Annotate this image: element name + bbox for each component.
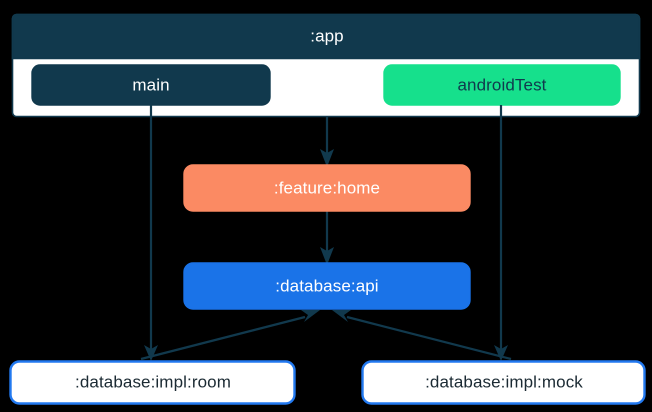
cluster-app-header [11, 13, 641, 60]
arrowhead-icon [320, 247, 334, 265]
edge-main-to-database-impl-room[interactable] [144, 105, 158, 361]
node-database-impl-mock[interactable]: :database:impl:mock [361, 360, 646, 405]
edge-app-to-feature-home[interactable] [320, 117, 334, 167]
edge-feature-home-to-database-api[interactable] [320, 211, 334, 265]
arrowhead-icon [332, 310, 351, 322]
cluster-app[interactable]: :app main androidTest [11, 13, 641, 118]
arrowhead-icon [301, 310, 320, 322]
node-main[interactable]: main [31, 64, 271, 106]
node-database-impl-room-label: :database:impl:room [75, 372, 231, 391]
edge-line [140, 315, 306, 361]
node-database-impl-mock-label: :database:impl:mock [425, 372, 583, 391]
node-androidtest[interactable]: androidTest [383, 64, 621, 106]
node-database-impl-room[interactable]: :database:impl:room [9, 360, 296, 405]
cluster-app-title: :app [310, 26, 344, 45]
node-database-impl-mock-box [361, 360, 646, 405]
edge-database-impl-room-to-database-api[interactable] [140, 310, 320, 361]
node-main-label: main [132, 75, 169, 94]
arrowhead-icon [320, 149, 334, 167]
node-database-api-box [183, 262, 471, 310]
edge-database-impl-mock-to-database-api[interactable] [332, 310, 512, 361]
edge-line [346, 315, 512, 361]
arrowhead-icon [494, 345, 508, 361]
node-database-api-label: :database:api [275, 276, 378, 295]
edge-androidtest-to-database-impl-mock[interactable] [494, 105, 508, 361]
node-androidtest-label: androidTest [458, 75, 547, 94]
arrowhead-icon [144, 345, 158, 361]
node-database-api[interactable]: :database:api [183, 262, 471, 310]
node-feature-home-label: :feature:home [274, 178, 380, 197]
node-feature-home[interactable]: :feature:home [183, 164, 471, 212]
node-feature-home-box [183, 164, 471, 212]
node-database-impl-room-box [9, 360, 296, 405]
